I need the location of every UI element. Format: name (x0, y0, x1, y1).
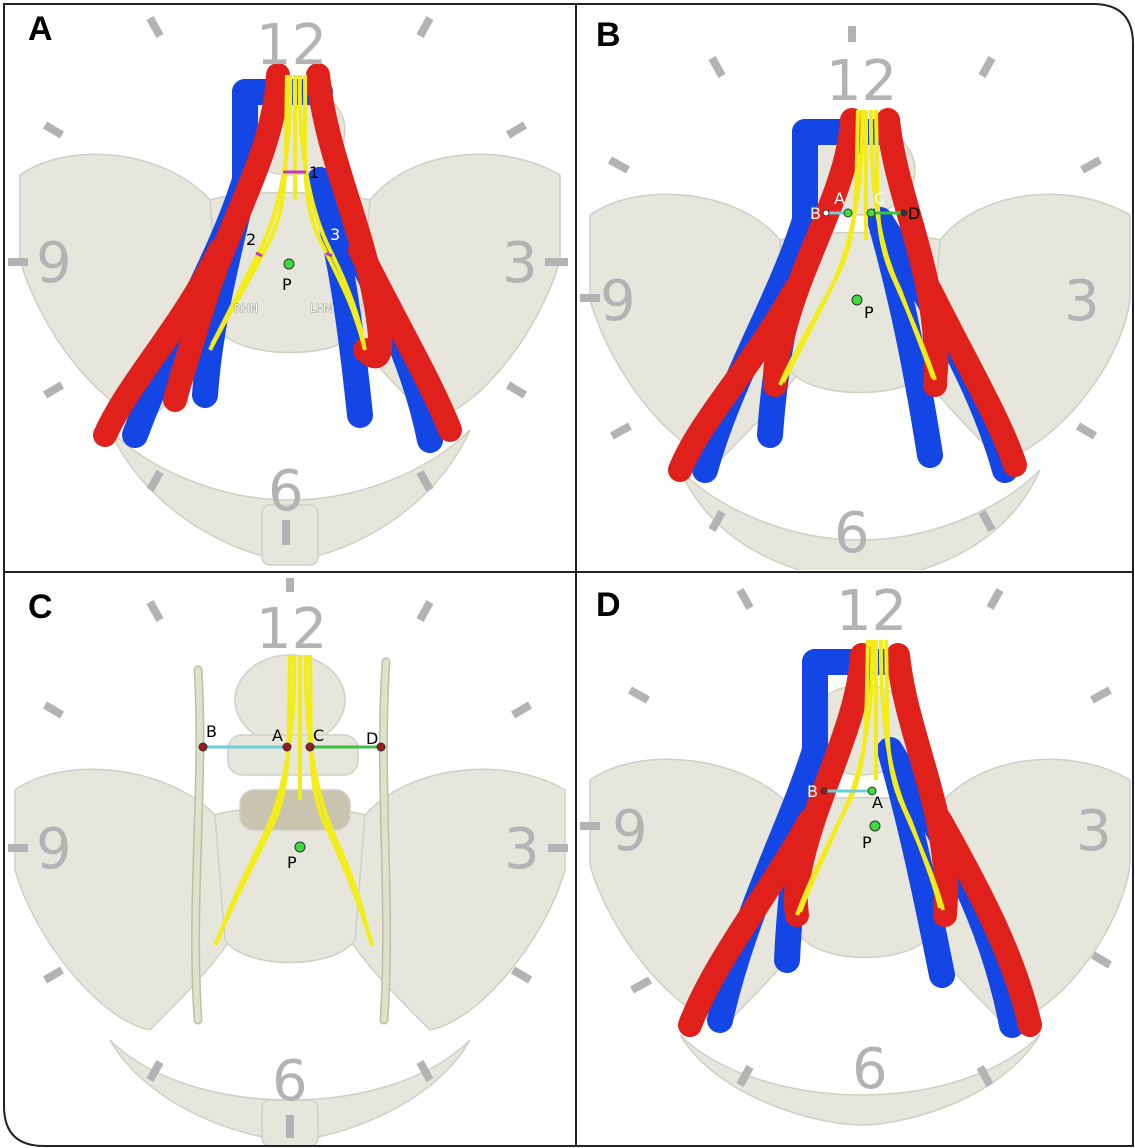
point-p-marker (284, 259, 294, 269)
point-a-marker (283, 743, 291, 751)
panel-letter: B (596, 16, 621, 54)
clock-3: 3 (504, 817, 540, 882)
point-b-marker (821, 788, 827, 794)
panel-c: P A B C D 12 3 6 9 C (4, 574, 574, 1146)
clock-12: 12 (256, 597, 327, 662)
panel-b: P A B C D 12 3 6 9 B (578, 4, 1133, 580)
panel-letter: D (596, 586, 621, 624)
clock-6: 6 (834, 501, 870, 566)
label-p: P (287, 853, 297, 872)
label-p: P (862, 833, 872, 852)
label-a: A (272, 726, 283, 745)
clock-9: 9 (600, 269, 636, 334)
clock-3: 3 (1064, 269, 1100, 334)
label-rhn: RHN (234, 302, 258, 315)
clock-12: 12 (826, 49, 897, 114)
panel-letter: C (28, 588, 53, 626)
label-c: C (313, 726, 324, 745)
clock-6: 6 (272, 1049, 308, 1114)
clock-6: 6 (268, 459, 304, 524)
panel-d: P A B 12 3 6 9 D (578, 574, 1133, 1146)
label-lhn: LHN (310, 302, 333, 315)
label-p: P (864, 303, 874, 322)
point-b-marker (199, 743, 207, 751)
label-3: 3 (330, 225, 340, 244)
clock-12: 12 (256, 13, 327, 78)
point-c-marker (867, 209, 875, 217)
label-a: A (834, 189, 845, 208)
point-d-marker (901, 210, 907, 216)
label-b: B (206, 722, 217, 741)
point-p-marker (852, 295, 862, 305)
point-p-marker (870, 821, 880, 831)
label-a: A (872, 793, 883, 812)
label-1: 1 (309, 163, 319, 182)
label-d: D (366, 729, 378, 748)
point-p-marker (295, 842, 305, 852)
panel-letter: A (28, 10, 53, 48)
label-c: C (874, 189, 885, 208)
panel-a: P 1 2 3 RHN LHN 12 3 6 9 A (4, 4, 574, 570)
clock-9: 9 (36, 231, 72, 296)
point-a-marker (844, 209, 852, 217)
label-d: D (908, 204, 920, 223)
label-b: B (807, 782, 818, 801)
clock-12: 12 (836, 579, 907, 644)
clock-3: 3 (502, 231, 538, 296)
label-2: 2 (246, 230, 256, 249)
clock-9: 9 (36, 817, 72, 882)
clock-9: 9 (612, 799, 648, 864)
clock-3: 3 (1076, 799, 1112, 864)
label-b: B (810, 204, 821, 223)
point-b-marker (823, 210, 829, 216)
clock-6: 6 (852, 1037, 888, 1102)
label-p: P (282, 275, 292, 294)
